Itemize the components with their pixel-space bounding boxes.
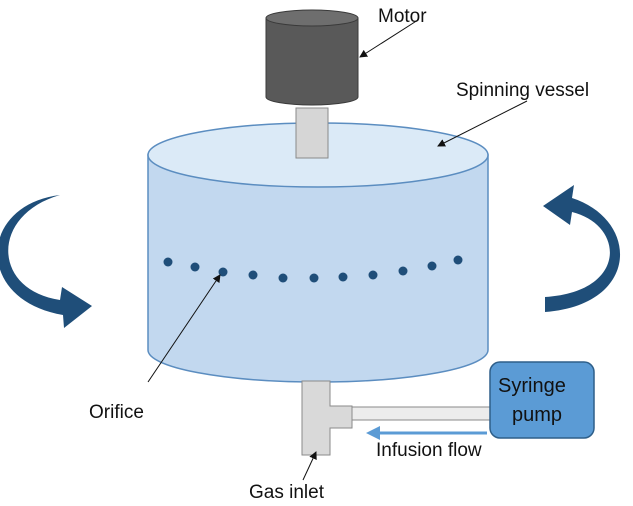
- gas-inlet-label: Gas inlet: [249, 482, 325, 503]
- infusion-tube: [351, 406, 491, 421]
- motor-label: Motor: [378, 6, 427, 27]
- orifice: [248, 270, 258, 280]
- orifice-label: Orifice: [89, 402, 144, 423]
- orifice: [398, 266, 408, 276]
- gas-inlet-fitting: [301, 380, 353, 456]
- spinning-vessel-label: Spinning vessel: [456, 80, 589, 101]
- orifice: [190, 262, 200, 272]
- orifice: [309, 273, 319, 283]
- infusion-flow-arrow-icon: [366, 426, 487, 440]
- orifice: [427, 261, 437, 271]
- gas-inlet-leader: [302, 451, 317, 481]
- syringe-pump-label-line1: Syringe: [498, 375, 566, 397]
- syringe-pump: [489, 361, 595, 439]
- orifice: [338, 272, 348, 282]
- syringe-pump-label-line2: pump: [512, 404, 562, 426]
- orifice: [278, 273, 288, 283]
- orifice: [218, 267, 228, 277]
- infusion-flow-label: Infusion flow: [376, 440, 482, 461]
- orifice-row: [163, 255, 463, 283]
- orifice: [453, 255, 463, 265]
- orifice-leader: [147, 274, 221, 383]
- motor-shaft: [295, 107, 329, 159]
- left-rotation-arrow-icon: [0, 195, 92, 328]
- spinning-vessel: [147, 122, 489, 383]
- motor-leader: [359, 19, 419, 58]
- right-rotation-arrow-icon: [543, 185, 621, 312]
- vessel-leader: [437, 100, 528, 147]
- orifice: [368, 270, 378, 280]
- motor: [265, 9, 359, 106]
- orifice: [163, 257, 173, 267]
